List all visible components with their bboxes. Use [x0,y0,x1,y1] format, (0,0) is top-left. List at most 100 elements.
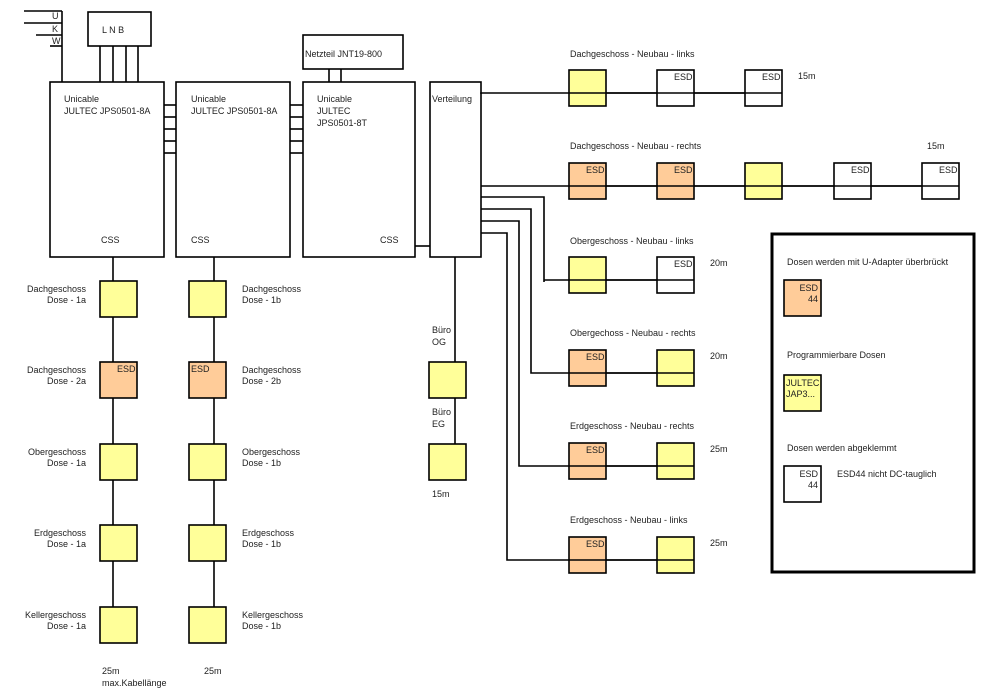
outlet-branch [568,162,607,200]
room-label: Büro [432,407,452,417]
psu-box [302,34,404,70]
floor-label: Kellergeschoss [242,610,304,620]
legend-outlet-label: ESD [799,469,818,479]
legend-caption: Programmierbare Dosen [787,350,886,360]
cable-length: 15m [432,489,450,499]
legend-outlet-yellow [783,374,822,412]
legend-outlet-orange [783,279,822,317]
outlet-label: ESD [586,539,605,549]
outlet-label: ESD [586,352,605,362]
branch-title: Dachgeschoss - Neubau - links [570,49,695,59]
outlet-branch [656,256,695,294]
outlet-label: ESD [586,445,605,455]
outlet-label: ESD [117,364,136,374]
legend-caption: Dosen werden mit U-Adapter überbrückt [787,257,949,267]
floor-label: Erdgeschoss [33,528,86,538]
floor-label: Dachgeschoss [242,365,302,375]
outlet-branch [744,69,783,107]
legend-outlet-white [783,465,822,503]
legend-outlet-label: JULTEC [786,378,820,388]
outlet-branch [656,69,695,107]
floor-label: Obergeschoss [242,447,301,457]
cable-length: 20m [710,351,728,361]
room-label: Büro [432,325,452,335]
legend-note: ESD44 nicht DC-tauglich [837,469,937,479]
floor-label: Dachgeschoss [26,365,86,375]
outlet-branch [656,162,695,200]
dose-label: Dose - 1a [46,295,86,305]
cable-length: 25m [710,444,728,454]
outlet-branch [568,536,607,574]
room-label: OG [432,337,447,347]
outlet-label: ESD [191,364,210,374]
dose-label: Dose - 1b [242,458,282,468]
psu-label: Netzteil JNT19-800 [305,49,383,59]
outlet-branch [656,349,695,387]
outlet-column-b [188,524,227,562]
outlet-branch [568,69,607,107]
outlet-label: ESD [674,165,693,175]
outlet-label: ESD [939,165,958,175]
outlet-branch [568,442,607,480]
dose-label: Dose - 1a [46,539,86,549]
outlet-column-a [99,361,138,399]
cable-length: 20m [710,258,728,268]
legend-outlet-label: JAP3... [786,389,816,399]
legend-outlet-label: 44 [807,480,818,490]
legend-outlet-label: 44 [807,294,818,304]
room-label: EG [432,419,446,429]
outlet-label: ESD [762,72,781,82]
branch-title: Dachgeschoss - Neubau - rechts [570,141,702,151]
outlet-label: ESD [851,165,870,175]
multiswitch-1-box [49,81,165,258]
branch-title: Erdgeschoss - Neubau - rechts [570,421,695,431]
dose-label: Dose - 1b [242,621,282,631]
multiswitch-3-box [302,81,416,258]
outlet-branch [744,162,783,200]
branch-title: Obergechoss - Neubau - rechts [570,328,696,338]
dose-label: Dose - 1a [46,458,86,468]
outlet-branch [921,162,960,200]
outlet-column-b [188,443,227,481]
lnb-port-label: U [52,11,59,21]
branch-title: Obergeschoss - Neubau - links [570,236,694,246]
outlet-column-a [99,524,138,562]
outlet-branch [833,162,872,200]
outlet-column-a [99,443,138,481]
outlet-label: ESD [586,165,605,175]
legend-caption: Dosen werden abgeklemmt [787,443,897,453]
floor-label: Dachgeschoss [26,284,86,294]
multiswitch-2-box [175,81,291,258]
lnb-port-label: K [52,24,59,34]
outlet-branch [656,442,695,480]
outlet-buero [428,361,467,399]
dose-label: Dose - 1b [242,539,282,549]
multiswitch-1-footer: CSS [101,235,120,245]
floor-label: Dachgeschoss [242,284,302,294]
floor-label: Obergeschoss [27,447,86,457]
branch-title: Erdgeschoss - Neubau - links [570,515,688,525]
cable-length: 25m [710,538,728,548]
outlet-buero [428,443,467,481]
outlet-branch [568,256,607,294]
cable-length: 15m [927,141,945,151]
outlet-label: ESD [674,259,693,269]
cable-length: 15m [798,71,816,81]
outlet-branch [568,349,607,387]
dose-label: Dose - 2a [46,376,86,386]
outlet-column-b [188,361,227,399]
multiswitch-3-footer: CSS [380,235,399,245]
cable-length: 25m [204,666,222,676]
lnb-port-label: W [52,36,61,46]
dose-label: Dose - 2b [242,376,282,386]
legend-outlet-label: ESD [799,283,818,293]
floor-label: Kellergeschoss [24,610,86,620]
outlet-column-b [188,280,227,318]
outlet-column-b [188,606,227,644]
cable-length: 25m [102,666,120,676]
